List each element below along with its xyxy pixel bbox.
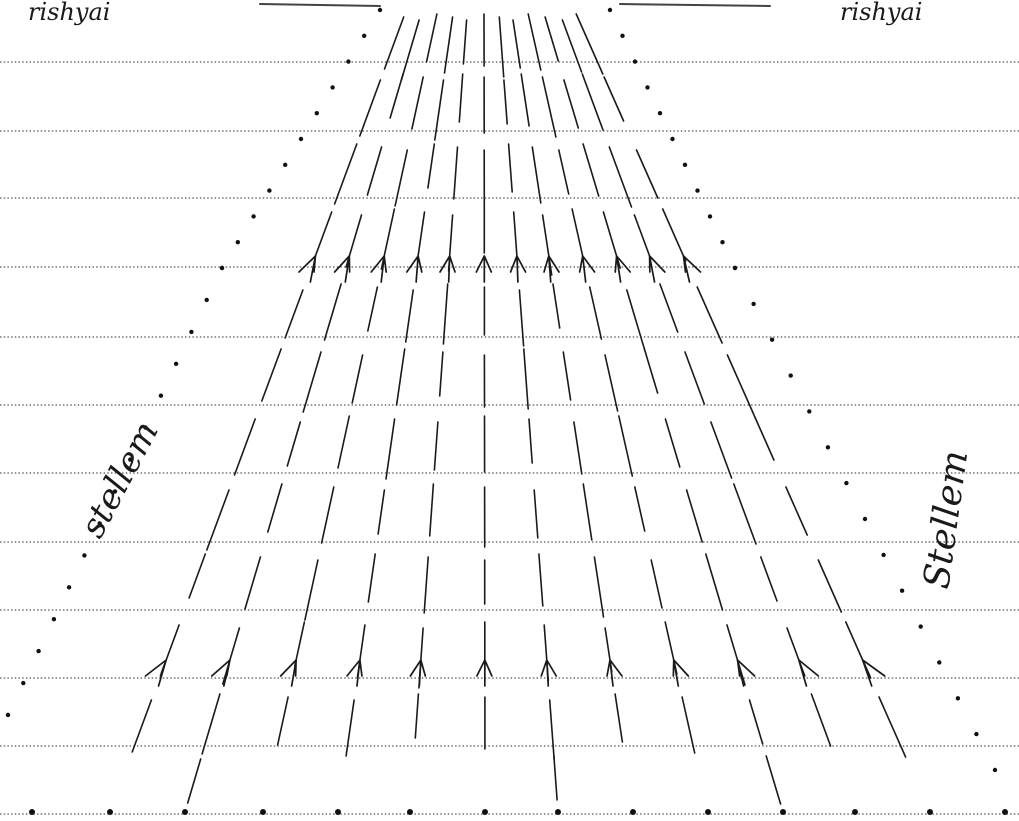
source-point [555, 809, 561, 815]
source-point [182, 809, 188, 815]
source-point [630, 809, 636, 815]
source-point [705, 809, 711, 815]
source-point [780, 809, 786, 815]
source-point [1002, 809, 1008, 815]
source-point [29, 809, 35, 815]
source-point [852, 809, 858, 815]
source-point [927, 809, 933, 815]
label-top-left: rishyai [28, 0, 110, 26]
source-point [407, 809, 413, 815]
source-point [260, 809, 266, 815]
source-point [482, 809, 488, 815]
source-point [335, 809, 341, 815]
source-point [107, 809, 113, 815]
label-top-right: rishyai [840, 0, 922, 26]
